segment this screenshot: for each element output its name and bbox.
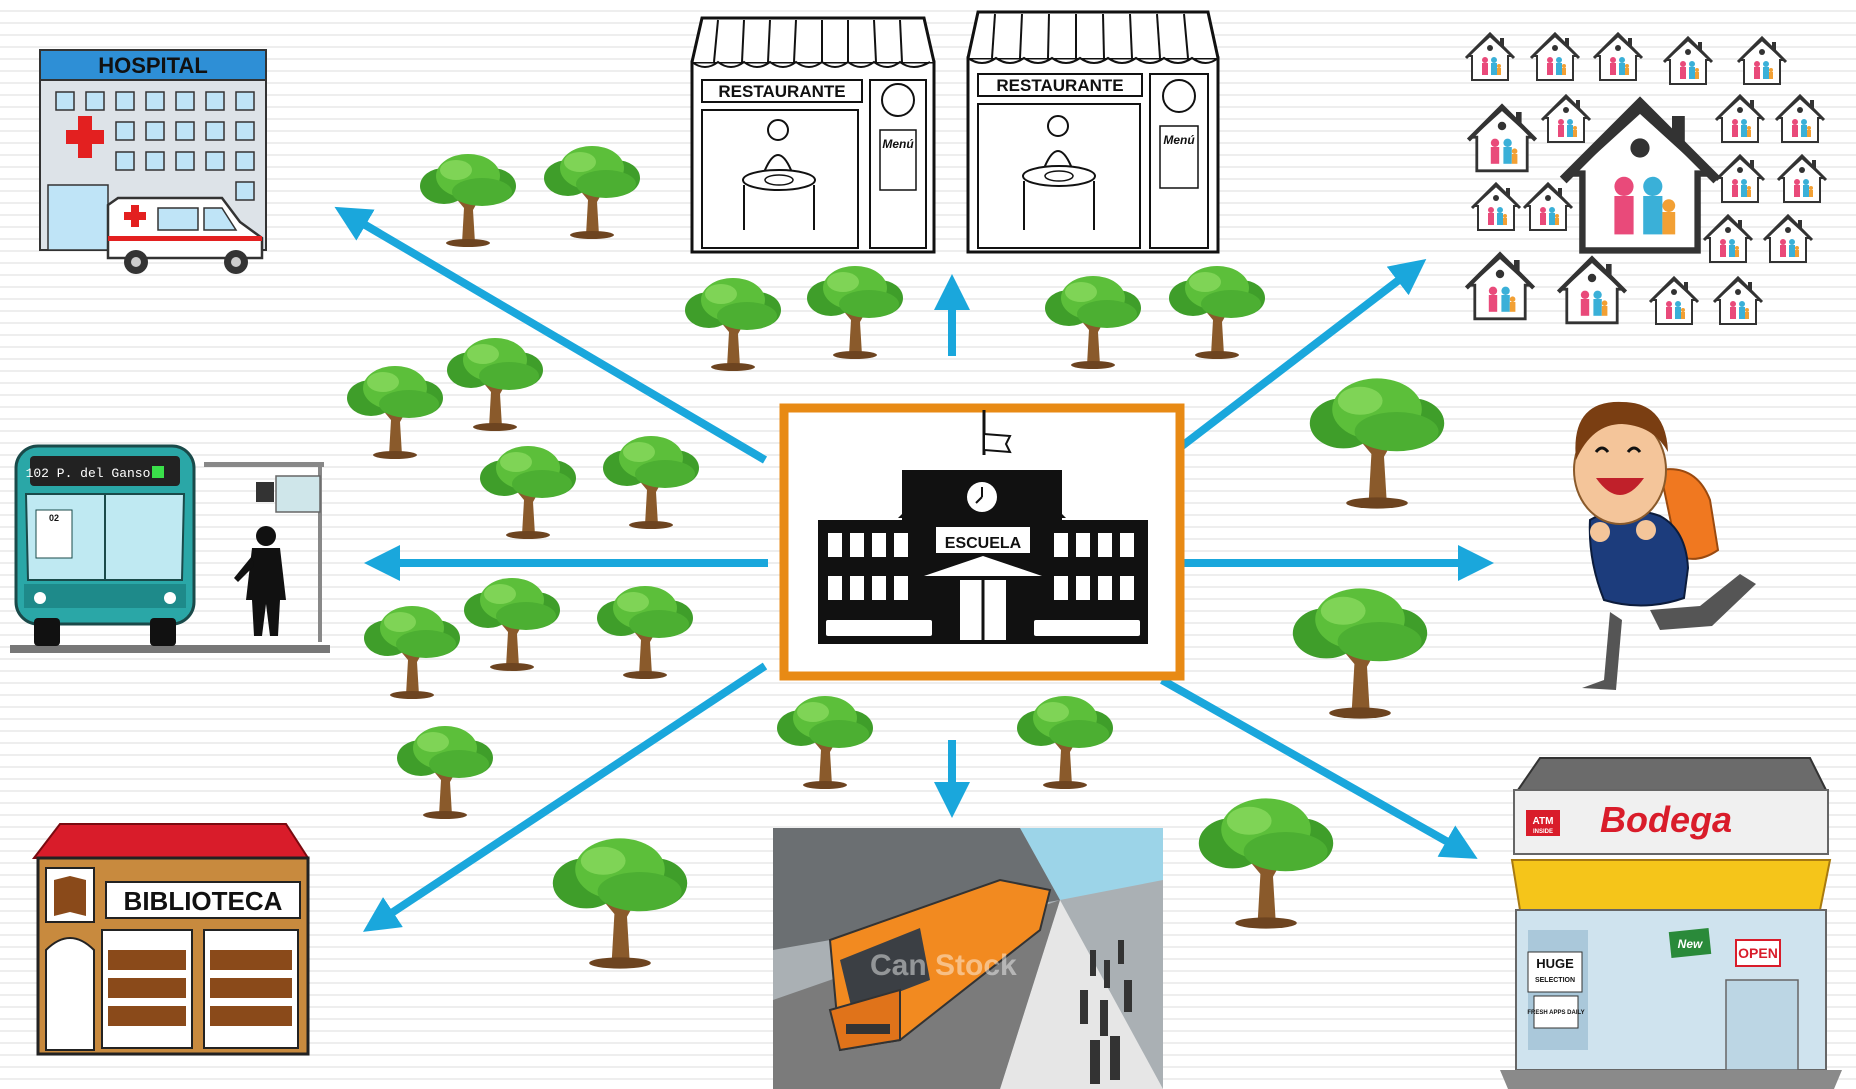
tree-icon (347, 366, 443, 459)
bodega-label: Bodega (1600, 799, 1732, 840)
restaurant-2: RESTAURANTE Menú (966, 10, 1220, 254)
tree-icon (1198, 798, 1334, 929)
bus-icon: 102 P. del Ganso 02 (14, 444, 196, 646)
tree-icon (552, 838, 688, 969)
watermark: Can Stock (870, 949, 1017, 982)
menu-label: Menú (1163, 133, 1195, 147)
tree-icon (807, 266, 903, 359)
bus-number-label: 02 (49, 513, 59, 523)
restaurant-2-label: RESTAURANTE (996, 76, 1123, 95)
tree-icon (464, 578, 560, 671)
center-school: ESCUELA (779, 403, 1185, 681)
tree-icon (1309, 378, 1445, 509)
new-label: New (1678, 937, 1703, 951)
tree-icon (480, 446, 576, 539)
library-label: BIBLIOTECA (124, 886, 283, 916)
menu-label: Menú (882, 137, 914, 151)
tree-icon (364, 606, 460, 699)
awning (690, 16, 936, 63)
awning (966, 10, 1220, 59)
running-child-icon (1573, 401, 1756, 690)
school-label: ESCUELA (945, 535, 1022, 552)
arrow-to-library (362, 662, 768, 932)
atm-sub-label: INSIDE (1533, 829, 1553, 835)
tree-icon (1169, 266, 1265, 359)
bodega-store-icon: Bodega ATM INSIDE HUGE SELECTION FRESH A… (1500, 757, 1842, 1089)
bus-route-label: 102 P. del Ganso (26, 466, 151, 481)
bus-stop-icon: 102 P. del Ganso 02 (10, 444, 330, 653)
tree-icon (1045, 276, 1141, 369)
restaurant-1: RESTAURANTE Menú (690, 16, 936, 254)
tree-icon (1292, 588, 1428, 719)
tree-icon (597, 586, 693, 679)
arrow-to-bodega (1160, 676, 1478, 859)
library-icon: BIBLIOTECA (31, 823, 310, 1056)
tree-icon (397, 726, 493, 819)
restaurant-1-label: RESTAURANTE (718, 82, 845, 101)
school-building-icon (818, 410, 1148, 644)
huge-label: HUGE (1536, 956, 1574, 971)
ambulance-icon (106, 196, 264, 274)
tree-icon (603, 436, 699, 529)
tree-icon (777, 696, 873, 789)
hospital-sign (39, 49, 267, 81)
arrow-to-houses (1179, 259, 1427, 450)
hospital-label: HOSPITAL (98, 53, 208, 78)
train-station-icon: Can Stock (773, 828, 1163, 1089)
arrows (334, 206, 1494, 932)
train-icon (828, 878, 1052, 1052)
arrow-to-hospital (334, 206, 768, 464)
atm-label: ATM (1533, 816, 1554, 827)
selection-label: SELECTION (1535, 977, 1575, 984)
passengers (1080, 940, 1132, 1084)
family-houses-icon (1466, 32, 1828, 326)
tree-icon (685, 278, 781, 371)
fresh-label: FRESH APPS DAILY (1527, 1010, 1584, 1016)
tree-icon (1017, 696, 1113, 789)
tree-icon (447, 338, 543, 431)
tree-icon (420, 154, 516, 247)
person-silhouette (234, 526, 286, 636)
red-cross-icon (66, 116, 104, 158)
open-sign: OPEN (1738, 945, 1778, 961)
tree-icon (544, 146, 640, 239)
hospital: HOSPITAL (39, 49, 267, 274)
bus-shelter (204, 462, 324, 642)
